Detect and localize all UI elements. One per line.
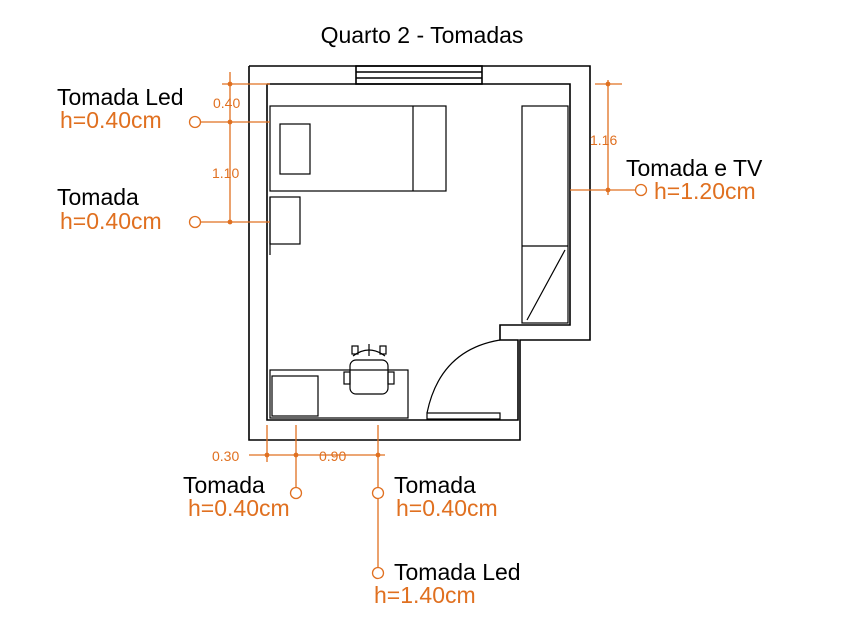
outlet-right-tv-icon (634, 183, 648, 197)
dim-bottom-left: 0.30 (212, 448, 239, 464)
outer-wall (248, 65, 591, 441)
outlet-left-led-icon (188, 115, 202, 129)
dim-right-top: 1.16 (590, 132, 617, 148)
outlet-height-left: h=0.40cm (60, 208, 162, 234)
outlet-name-right-tv: Tomada e TV (626, 155, 763, 181)
outlet-name-bottom-led: Tomada Led (394, 559, 521, 585)
outlet-height-bottom-left: h=0.40cm (188, 495, 290, 521)
outlet-height-bottom-mid: h=0.40cm (396, 495, 498, 521)
desk (269, 369, 409, 419)
wardrobe (521, 105, 569, 324)
window (355, 65, 483, 85)
outlet-height-bottom-led: h=1.40cm (374, 582, 476, 608)
outlet-name-left: Tomada (57, 184, 139, 210)
outlet-name-bottom-mid: Tomada (394, 472, 476, 498)
outlet-name-bottom-left: Tomada (183, 472, 265, 498)
outlet-height-left-led: h=0.40cm (60, 107, 162, 133)
page-title: Quarto 2 - Tomadas (321, 22, 524, 48)
dim-top-left: 0.40 (213, 95, 240, 111)
outlet-name-left-led: Tomada Led (57, 84, 184, 110)
bed (269, 105, 447, 192)
dimension-ticks (227, 81, 611, 458)
furniture (269, 105, 569, 420)
outlet-lines (200, 72, 642, 568)
outlet-symbols (188, 115, 648, 580)
nightstand (269, 196, 301, 245)
walls (248, 65, 591, 441)
dim-left-gap: 1.10 (212, 165, 239, 181)
chair (343, 344, 395, 395)
outlet-height-right-tv: h=1.20cm (654, 178, 756, 204)
outlet-left-icon (188, 215, 202, 229)
pillow (279, 123, 311, 175)
door (426, 339, 501, 420)
outlet-bottom-mid-icon (371, 486, 385, 500)
outlet-bottom-left-icon (289, 486, 303, 500)
outlet-bottom-led-icon (371, 566, 385, 580)
dim-bottom-mid: 0.90 (319, 448, 346, 464)
desk-drawer (271, 375, 319, 417)
